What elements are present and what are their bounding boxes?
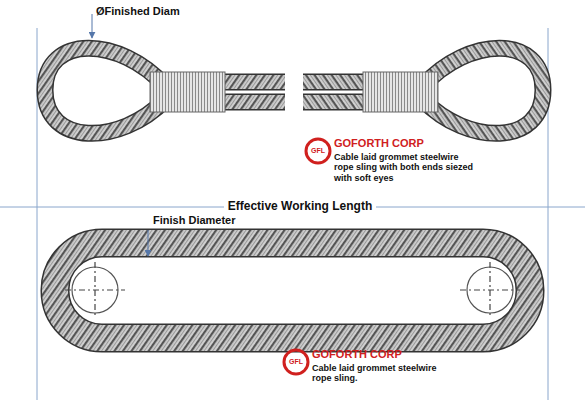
dimension-label: Effective Working Length (224, 200, 376, 214)
grommet-outline (55, 243, 530, 338)
leader-arrow (148, 230, 149, 256)
soft-eye-end (45, 48, 285, 133)
grommet-rope (55, 243, 530, 338)
pin-symbols (65, 262, 520, 318)
company-name: GOFORTH CORP (334, 137, 424, 150)
company-name: GOFORTH CORP (312, 348, 402, 361)
logo-text: GFL (311, 147, 325, 155)
company-logo (284, 139, 330, 374)
dimension-label: Finish Diameter (153, 214, 236, 227)
soft-eye-end (303, 48, 543, 133)
leader-arrow (92, 14, 93, 38)
description-note: Cable laid grommet steelwire rope sling … (334, 152, 474, 183)
logo-text: GFL (289, 358, 303, 366)
dimension-label: ØFinished Diam (96, 5, 180, 18)
description-note: Cable laid grommet steelwire rope sling. (312, 363, 452, 384)
